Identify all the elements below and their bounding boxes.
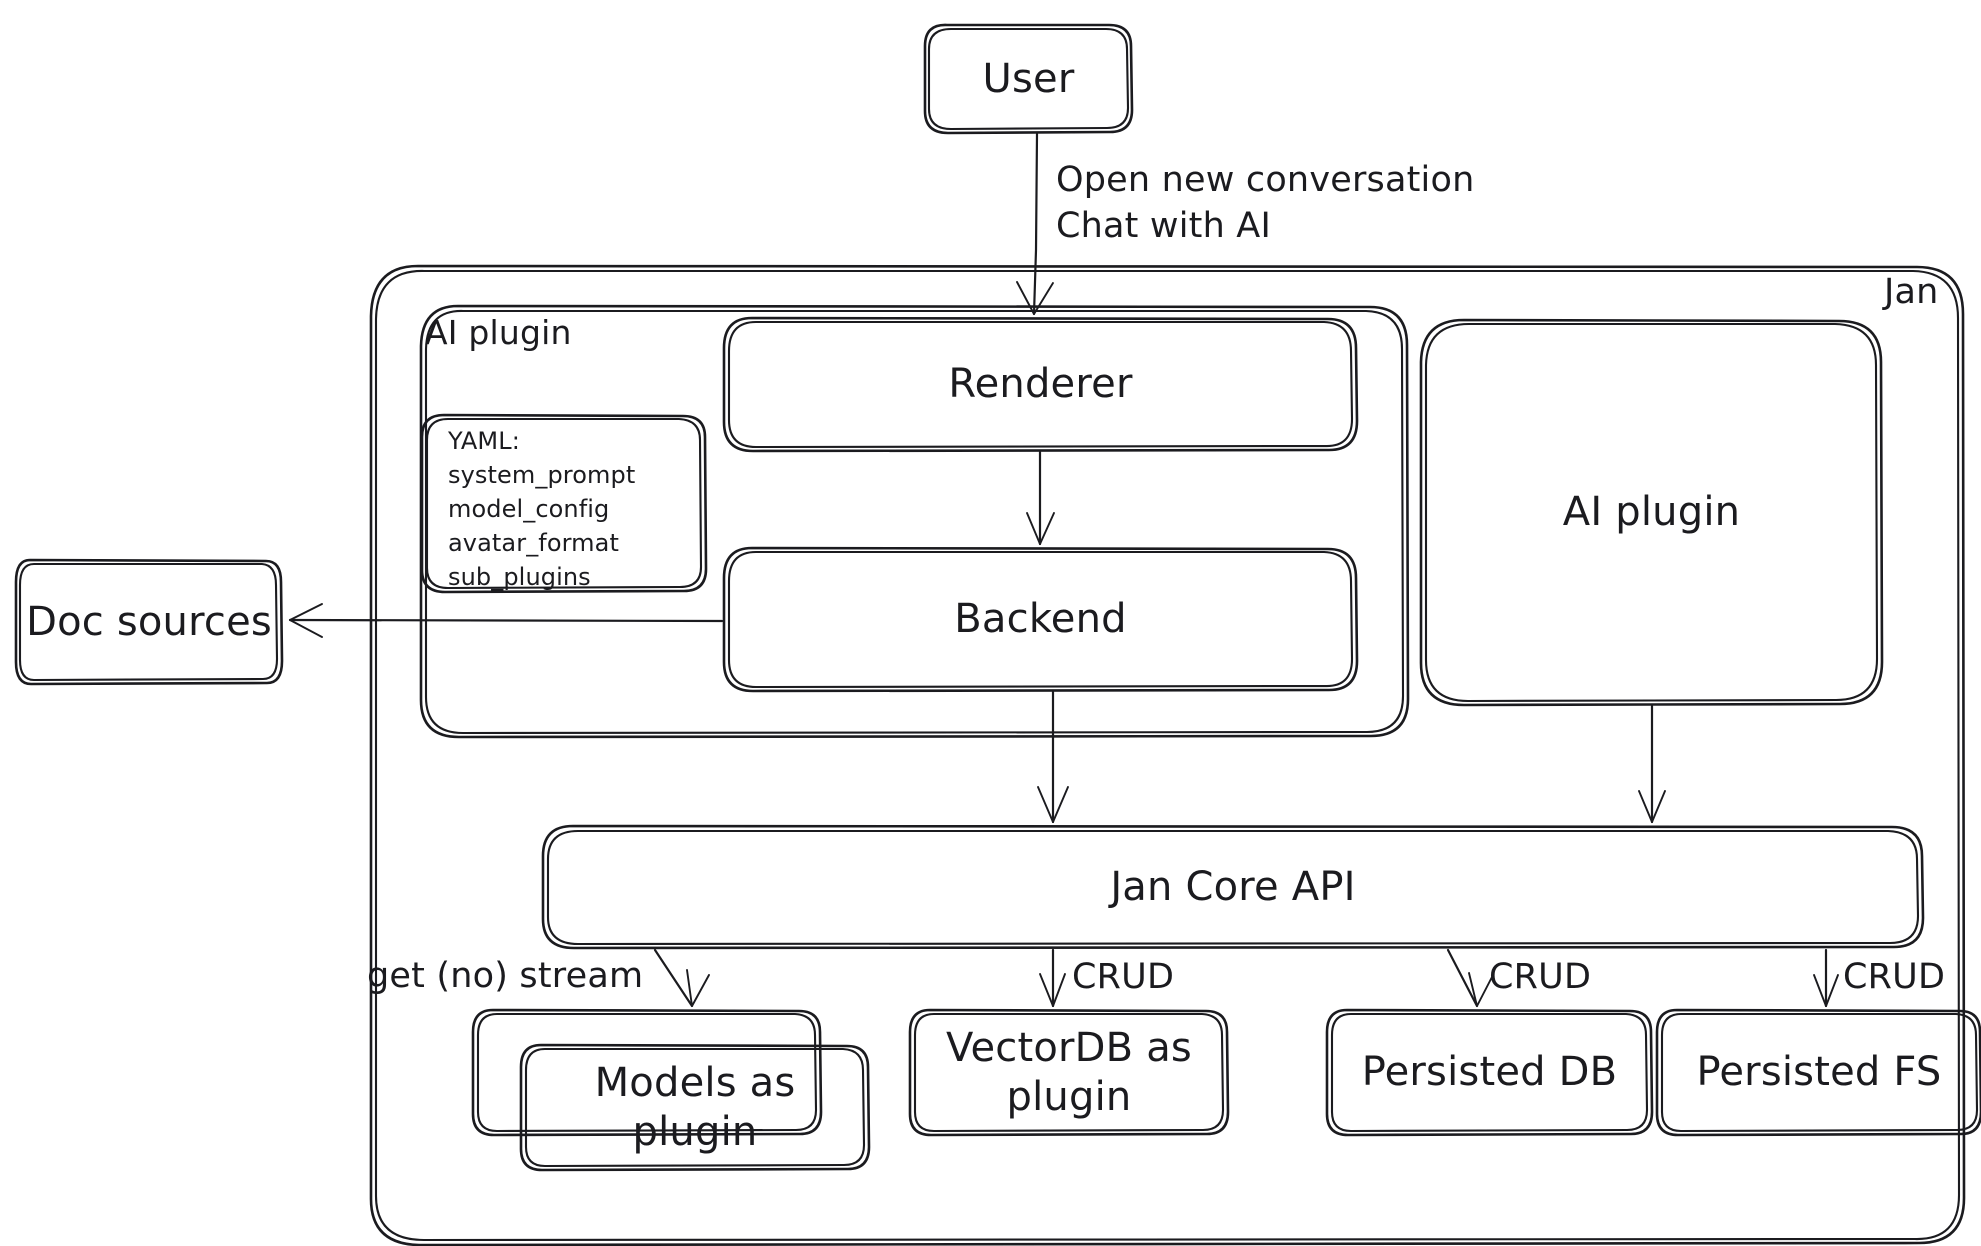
- node-persisted-fs-border: [1655, 1008, 1981, 1137]
- node-models-plugin-back-border: [471, 1008, 823, 1137]
- node-vectordb-plugin-border: [908, 1008, 1230, 1137]
- edge-renderer-to-backend: [1026, 450, 1055, 546]
- node-persisted-db-border: [1325, 1008, 1654, 1137]
- edge-backend-to-doc-sources: [288, 603, 724, 638]
- node-ai-plugin-border: [1419, 318, 1884, 707]
- edge-jan-core-api-to-models-plugin: [653, 948, 710, 1008]
- edge-ai-plugin-to-jan-core-api: [1638, 704, 1666, 824]
- node-jan-core-api-border: [541, 824, 1925, 950]
- edge-jan-core-api-to-persisted-db: [1446, 948, 1493, 1008]
- edge-backend-to-jan-core-api: [1037, 690, 1069, 824]
- edge-user-to-renderer: [1016, 132, 1054, 316]
- node-backend-border: [722, 546, 1359, 693]
- node-yaml-card-border: [420, 413, 708, 594]
- node-models-plugin-front-border: [519, 1043, 871, 1172]
- node-user-border: [923, 23, 1134, 135]
- node-doc-sources-border: [14, 558, 284, 686]
- edge-jan-core-api-to-persisted-fs: [1813, 948, 1839, 1008]
- group-jan-border: [369, 264, 1966, 1246]
- node-renderer-border: [722, 316, 1359, 453]
- group-ai-plugin-border: [419, 304, 1410, 739]
- edge-jan-core-api-to-vectordb-plugin: [1039, 948, 1066, 1008]
